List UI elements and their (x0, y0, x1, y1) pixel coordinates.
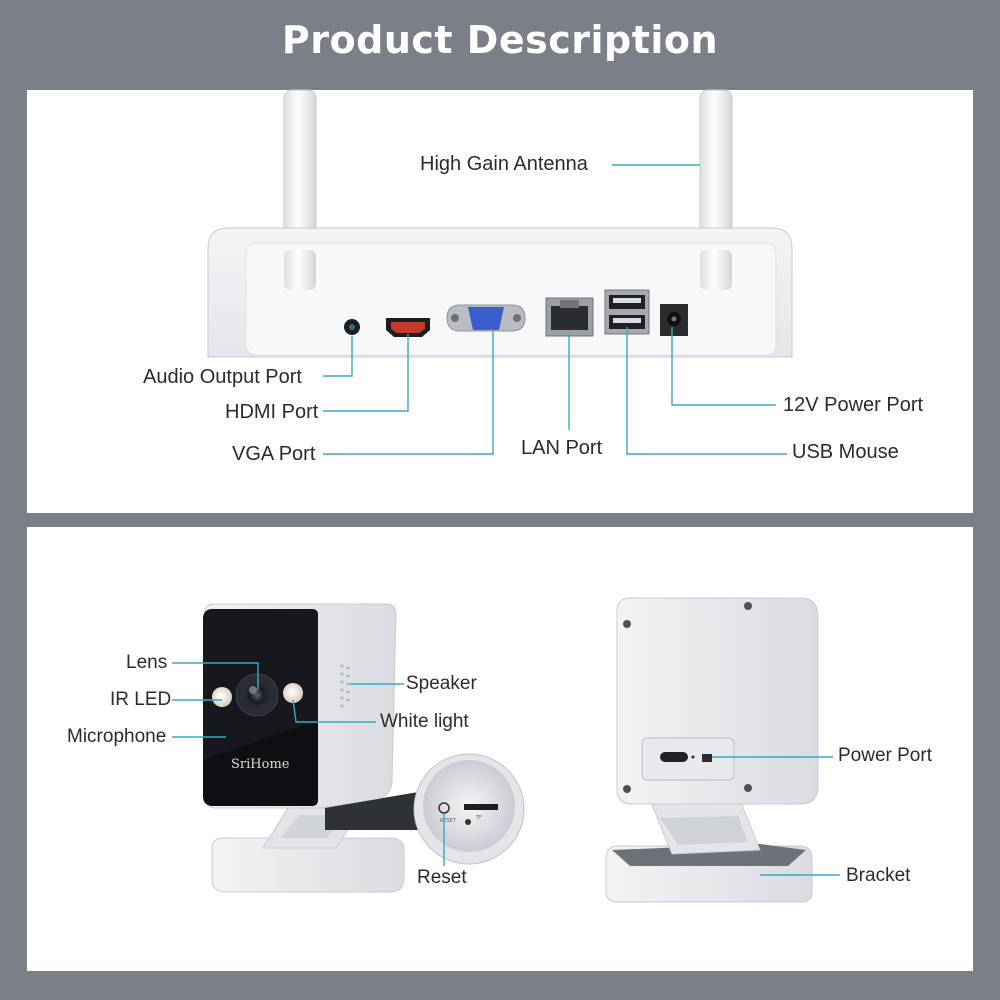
vga-port (446, 304, 526, 332)
label-microphone: Microphone (67, 726, 167, 747)
label-speaker: Speaker (406, 673, 477, 694)
label-lens: Lens (126, 652, 168, 673)
dc-power-port (660, 304, 688, 336)
page-title: Product Description (281, 18, 719, 62)
white-light-callout (292, 699, 376, 723)
label-power-port: 12V Power Port (783, 394, 924, 416)
audio-port (344, 319, 360, 335)
label-lan-port: LAN Port (521, 437, 603, 459)
camera-back-callout-lines (712, 756, 840, 876)
camera-front-body (203, 603, 397, 809)
label-vga-port: VGA Port (232, 443, 316, 465)
tf-mark: TF (475, 815, 482, 821)
label-camera-power-port: Power Port (838, 745, 932, 766)
label-reset: Reset (417, 867, 467, 888)
lens-callout (172, 662, 259, 690)
speaker-grille (340, 664, 350, 708)
ir-led (212, 687, 232, 707)
camera-back-bracket (605, 799, 813, 903)
audio-callout (323, 336, 353, 377)
nvr-box (207, 227, 793, 358)
power-callout (671, 327, 776, 406)
vga-callout (323, 331, 494, 455)
reset-zoom-inset: RESET TF (325, 753, 525, 865)
reset-mark: RESET (440, 818, 457, 824)
hdmi-callout (323, 334, 409, 412)
brand-logo: SriHome (231, 757, 290, 772)
label-bracket: Bracket (846, 865, 911, 886)
camera-lens (235, 673, 279, 717)
label-white-light: White light (380, 711, 469, 732)
label-usb-mouse: USB Mouse (792, 441, 899, 463)
usb-callout (626, 327, 787, 455)
white-light-led (283, 683, 303, 703)
back-power-port (641, 737, 735, 781)
usb-ports (604, 289, 650, 335)
label-antenna: High Gain Antenna (420, 153, 588, 175)
label-audio-port: Audio Output Port (143, 366, 302, 388)
label-hdmi-port: HDMI Port (225, 401, 319, 423)
label-ir-led: IR LED (110, 689, 172, 710)
lan-port (545, 297, 594, 337)
hdmi-port (386, 318, 430, 337)
nvr-callout-lines (323, 164, 787, 455)
camera-front-callout-lines (172, 662, 445, 866)
